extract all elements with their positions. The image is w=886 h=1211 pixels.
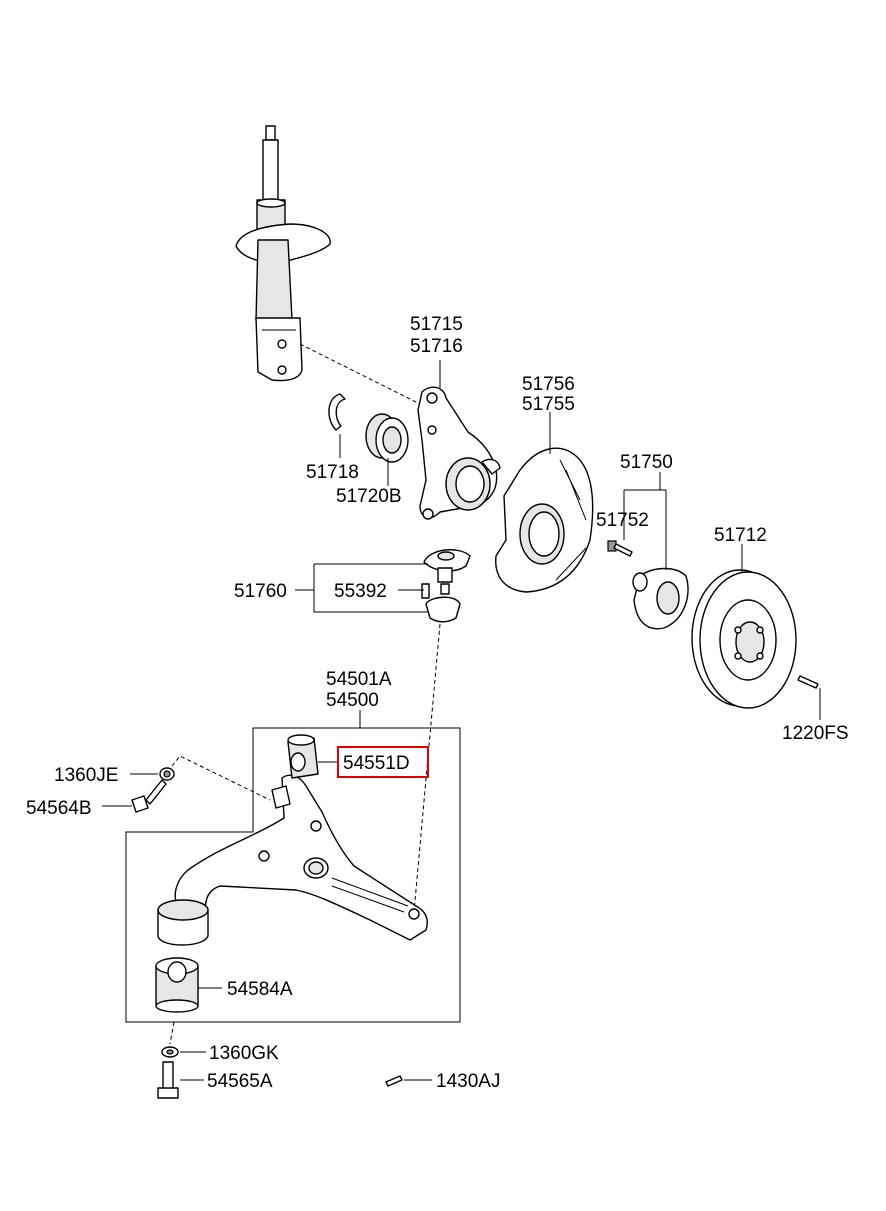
- label-54584A[interactable]: 54584A: [227, 979, 293, 1000]
- snap-ring[interactable]: [328, 393, 346, 431]
- front-bushing[interactable]: [287, 734, 319, 779]
- ball-joint-bolt[interactable]: [421, 583, 430, 599]
- strut-assembly[interactable]: [235, 125, 331, 382]
- label-1220FS[interactable]: 1220FS: [782, 723, 849, 744]
- highlight-box: [337, 746, 429, 778]
- front-bolt[interactable]: [131, 779, 167, 813]
- label-54500[interactable]: 54500: [326, 690, 379, 711]
- label-51750[interactable]: 51750: [620, 452, 673, 473]
- label-51718[interactable]: 51718: [306, 462, 359, 483]
- label-54501A[interactable]: 54501A: [326, 669, 392, 690]
- label-1360JE[interactable]: 1360JE: [54, 765, 118, 786]
- steering-knuckle[interactable]: [417, 386, 501, 520]
- label-51712[interactable]: 51712: [714, 525, 767, 546]
- dust-shield[interactable]: [495, 447, 594, 593]
- rear-bolt[interactable]: [157, 1061, 179, 1099]
- rear-bushing[interactable]: [155, 957, 199, 1013]
- label-1360GK[interactable]: 1360GK: [209, 1043, 279, 1064]
- label-54564B[interactable]: 54564B: [26, 798, 92, 819]
- label-51716[interactable]: 51716: [410, 336, 463, 357]
- rear-bushing-socket: [157, 899, 209, 946]
- label-51715[interactable]: 51715: [410, 314, 463, 335]
- label-51755[interactable]: 51755: [522, 394, 575, 415]
- ball-joint[interactable]: [423, 549, 471, 623]
- label-51760[interactable]: 51760: [234, 581, 287, 602]
- label-54565A[interactable]: 54565A: [207, 1071, 273, 1092]
- label-51752[interactable]: 51752: [596, 510, 649, 531]
- label-1430AJ[interactable]: 1430AJ: [436, 1071, 500, 1092]
- label-54551D[interactable]: 54551D: [343, 753, 410, 774]
- disc-screw[interactable]: [797, 675, 819, 689]
- wheel-bearing[interactable]: [365, 413, 409, 463]
- label-55392[interactable]: 55392: [334, 581, 387, 602]
- rear-washer[interactable]: [161, 1046, 179, 1058]
- cotter-pin[interactable]: [385, 1075, 403, 1087]
- hub-bolt[interactable]: [607, 540, 633, 557]
- arm-group-box: [125, 727, 461, 1023]
- front-bushing-seat: [271, 785, 291, 809]
- front-washer[interactable]: [159, 767, 175, 781]
- wheel-hub[interactable]: [632, 567, 689, 630]
- label-51720B[interactable]: 51720B: [336, 486, 402, 507]
- label-51756[interactable]: 51756: [522, 374, 575, 395]
- lower-control-arm[interactable]: [174, 774, 428, 941]
- brake-disc[interactable]: [691, 569, 797, 709]
